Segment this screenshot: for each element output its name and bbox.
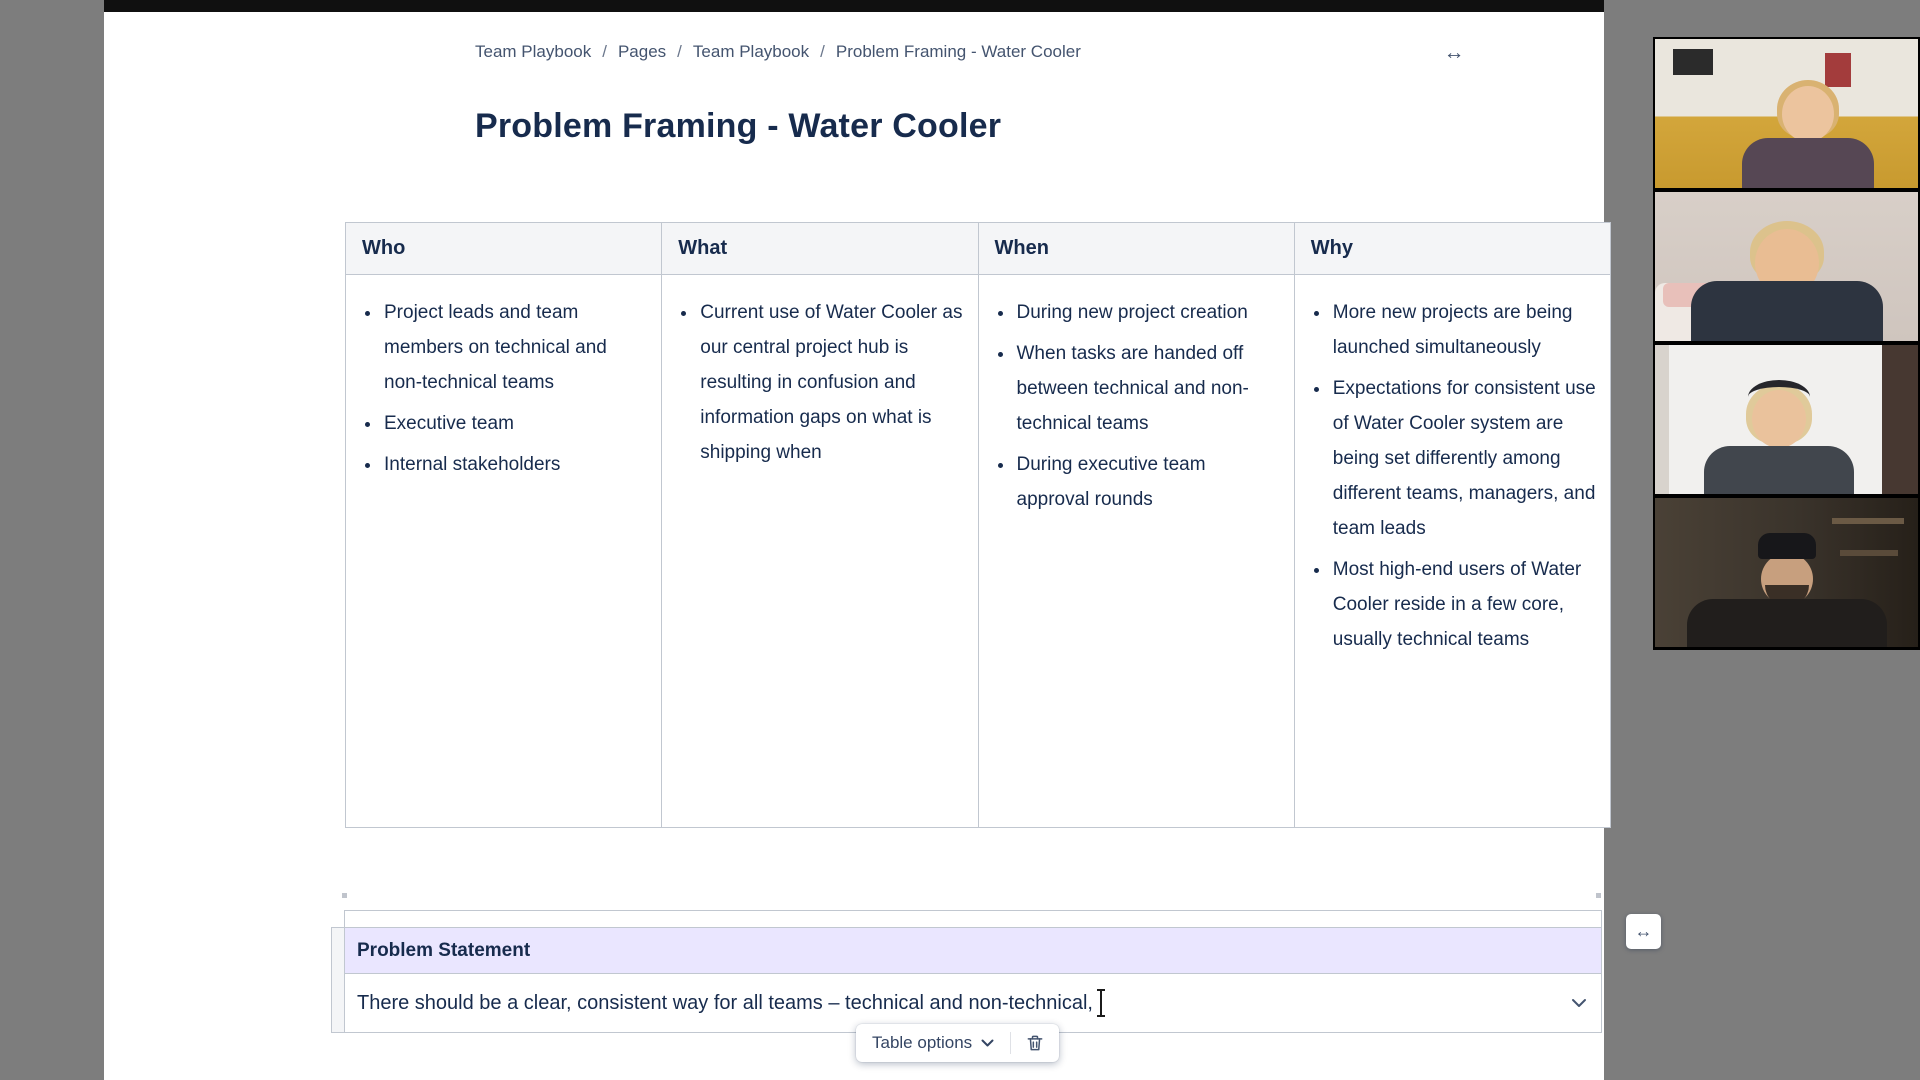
breadcrumb-link-current[interactable]: Problem Framing - Water Cooler — [835, 42, 1081, 61]
column-body-why[interactable]: More new projects are being launched sim… — [1295, 275, 1610, 827]
bullet-item: Expectations for consistent use of Water… — [1331, 371, 1596, 546]
participant-video-3[interactable] — [1653, 343, 1920, 496]
breadcrumb-separator: / — [677, 42, 682, 61]
column-header-who: Who — [346, 223, 662, 275]
expand-width-icon: ↔ — [1634, 921, 1653, 941]
headphones-icon — [1747, 380, 1810, 414]
toolbar-divider — [1010, 1032, 1012, 1054]
problem-framing-table: Who Project leads and team members on te… — [345, 222, 1611, 828]
participant-video-2[interactable] — [1653, 190, 1920, 343]
page-title: Problem Framing - Water Cooler — [475, 107, 1002, 145]
problem-statement-input[interactable]: There should be a clear, consistent way … — [344, 974, 1602, 1033]
bullet-item: Project leads and team members on techni… — [382, 295, 647, 400]
table-resize-handle[interactable] — [1596, 893, 1601, 898]
delete-table-button[interactable] — [1019, 1028, 1051, 1058]
table-width-expand-button[interactable]: ↔ — [1626, 914, 1661, 949]
table-column-sizer-row[interactable] — [344, 910, 1602, 928]
table-options-label: Table options — [872, 1033, 973, 1052]
chevron-down-icon — [1572, 999, 1586, 1007]
person-torso — [1703, 446, 1854, 494]
breadcrumb-link-pages[interactable]: Pages — [617, 42, 667, 61]
room-prop — [1673, 49, 1713, 75]
bullet-item: Current use of Water Cooler as our centr… — [698, 295, 963, 470]
person-cap — [1757, 533, 1816, 559]
problem-statement-text: There should be a clear, consistent way … — [357, 991, 1093, 1014]
cell-expand-button[interactable] — [1565, 989, 1593, 1017]
participant-video-4[interactable] — [1653, 496, 1920, 649]
table-column-what: What Current use of Water Cooler as our … — [661, 223, 978, 827]
column-body-when[interactable]: During new project creationWhen tasks ar… — [979, 275, 1294, 827]
video-call-panel — [1653, 37, 1920, 650]
table-row-drag-handle[interactable] — [331, 927, 345, 1033]
participant-video-1[interactable] — [1653, 37, 1920, 190]
bullet-item: During new project creation — [1015, 295, 1280, 330]
table-options-button[interactable]: Table options — [864, 1027, 1002, 1059]
person-torso — [1741, 138, 1874, 188]
person-silhouette — [1686, 527, 1887, 647]
column-header-what: What — [662, 223, 978, 275]
document-page: Team Playbook / Pages / Team Playbook / … — [104, 12, 1611, 1080]
person-silhouette — [1687, 221, 1887, 341]
bullet-list: Project leads and team members on techni… — [346, 295, 647, 482]
bullet-item: Internal stakeholders — [382, 447, 647, 482]
table-column-who: Who Project leads and team members on te… — [346, 223, 662, 827]
bullet-item: During executive team approval rounds — [1015, 447, 1280, 517]
person-head — [1781, 86, 1834, 142]
bullet-item: Executive team — [382, 406, 647, 441]
column-header-when: When — [978, 223, 1294, 275]
bullet-list: More new projects are being launched sim… — [1295, 295, 1596, 657]
bullet-item: When tasks are handed off between techni… — [1015, 336, 1280, 441]
breadcrumb: Team Playbook / Pages / Team Playbook / … — [475, 42, 1081, 62]
text-cursor-icon — [1096, 989, 1105, 1017]
room-prop — [1882, 345, 1918, 494]
bullet-item: Most high-end users of Water Cooler resi… — [1331, 552, 1596, 657]
bullet-item: More new projects are being launched sim… — [1331, 295, 1596, 365]
person-torso — [1690, 281, 1883, 341]
room-prop — [1655, 345, 1669, 494]
person-silhouette — [1708, 68, 1908, 188]
column-header-why: Why — [1294, 223, 1610, 275]
person-torso — [1686, 599, 1887, 647]
bullet-list: Current use of Water Cooler as our centr… — [662, 295, 963, 470]
breadcrumb-separator: / — [602, 42, 607, 61]
table-column-when: When During new project creationWhen tas… — [977, 223, 1294, 827]
room-prop — [1825, 53, 1851, 87]
expand-width-icon: ↔ — [1443, 41, 1465, 64]
table-column-why: Why More new projects are being launched… — [1293, 223, 1610, 827]
room-prop — [1832, 518, 1904, 524]
chevron-down-icon — [981, 1039, 994, 1047]
column-body-who[interactable]: Project leads and team members on techni… — [346, 275, 661, 827]
bullet-list: During new project creationWhen tasks ar… — [979, 295, 1280, 517]
column-body-what[interactable]: Current use of Water Cooler as our centr… — [662, 275, 977, 827]
trash-icon — [1027, 1035, 1043, 1051]
breadcrumb-link-parent[interactable]: Team Playbook — [692, 42, 810, 61]
page-width-toggle-button[interactable]: ↔ — [1434, 36, 1474, 70]
table-resize-handle[interactable] — [342, 893, 347, 898]
breadcrumb-separator: / — [820, 42, 825, 61]
window-top-bar — [104, 0, 1604, 12]
problem-statement-header-cell[interactable]: Problem Statement — [344, 927, 1602, 974]
room-prop — [1840, 550, 1898, 556]
breadcrumb-link-space[interactable]: Team Playbook — [475, 42, 592, 61]
person-silhouette — [1679, 374, 1879, 494]
table-options-toolbar: Table options — [856, 1024, 1060, 1062]
problem-statement-header-label: Problem Statement — [357, 939, 531, 961]
